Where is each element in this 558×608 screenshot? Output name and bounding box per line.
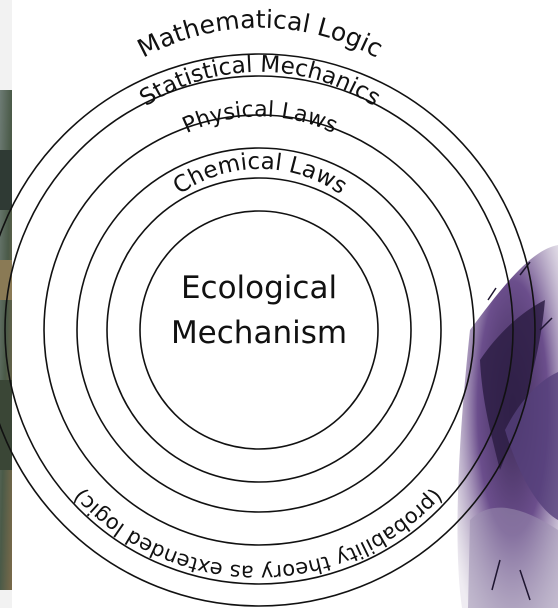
- physical-laws-text: Physical Laws: [179, 97, 341, 138]
- center-label-line2: Mechanism: [171, 315, 347, 351]
- center-label-line1: Ecological: [181, 270, 337, 306]
- physical-laws-label: Physical Laws: [179, 97, 341, 138]
